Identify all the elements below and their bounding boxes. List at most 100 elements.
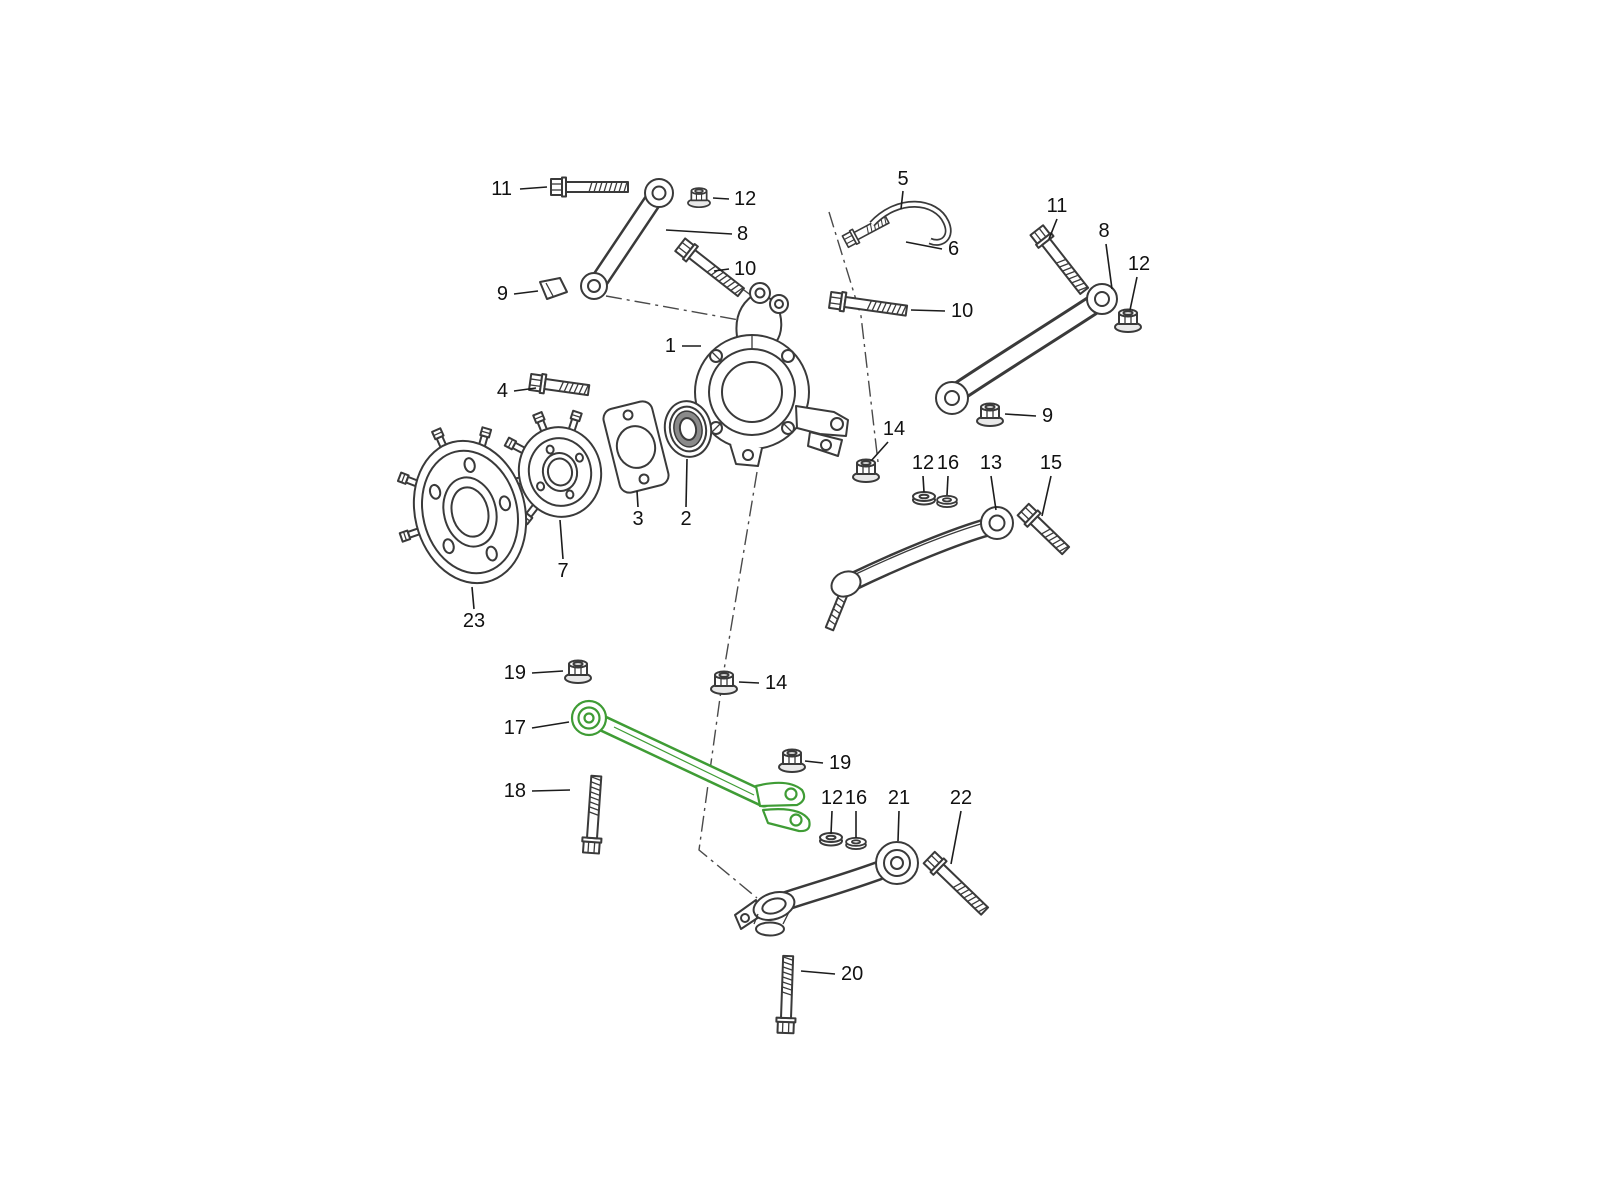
callout-16-mid[interactable]: 16 xyxy=(937,452,959,496)
part-hub[interactable] xyxy=(489,402,609,528)
washer-12-mid[interactable] xyxy=(912,491,936,506)
callout-21-lower-arm[interactable]: 21 xyxy=(888,787,910,842)
bolt-18[interactable] xyxy=(580,774,607,855)
washer-16-lower[interactable] xyxy=(845,836,867,850)
nut-12-right[interactable] xyxy=(1114,308,1142,333)
nut-9-right[interactable] xyxy=(976,402,1004,427)
callout-23-flange[interactable]: 23 xyxy=(463,586,485,632)
callout-9-left[interactable]: 9 xyxy=(497,283,539,305)
part-number-label[interactable]: 3 xyxy=(632,508,643,530)
bolt-15[interactable] xyxy=(1015,501,1074,559)
bolt-11-left[interactable] xyxy=(550,176,629,198)
leader-line xyxy=(990,475,997,511)
part-number-label[interactable]: 16 xyxy=(845,787,867,809)
bolt-22[interactable] xyxy=(921,849,993,919)
callout-12-right[interactable]: 12 xyxy=(1128,253,1150,311)
part-number-label[interactable]: 4 xyxy=(497,380,508,402)
part-upper-link-left[interactable] xyxy=(580,178,674,300)
part-number-label[interactable]: 8 xyxy=(1098,220,1109,242)
nut-19-right[interactable] xyxy=(778,748,806,773)
bolt-11-right[interactable] xyxy=(1028,223,1093,298)
callout-19-left[interactable]: 19 xyxy=(504,662,564,684)
part-track-arm[interactable] xyxy=(824,506,1014,632)
part-number-label[interactable]: 5 xyxy=(897,168,908,190)
callout-4-bolt[interactable]: 4 xyxy=(497,380,537,402)
callout-18-bolt[interactable]: 18 xyxy=(504,780,571,802)
nut-12-top[interactable] xyxy=(687,187,711,209)
callout-2-bearing[interactable]: 2 xyxy=(680,458,692,530)
part-number-label[interactable]: 14 xyxy=(765,672,787,694)
callout-1-carrier[interactable]: 1 xyxy=(665,335,701,357)
callout-7-hub[interactable]: 7 xyxy=(557,519,569,582)
callout-20-bolt[interactable]: 20 xyxy=(800,963,863,985)
part-number-label[interactable]: 19 xyxy=(829,752,851,774)
bolt-20[interactable] xyxy=(774,954,799,1035)
part-lower-control-arm[interactable] xyxy=(734,841,919,937)
callout-11-right[interactable]: 11 xyxy=(1047,195,1068,240)
callout-3-plate[interactable]: 3 xyxy=(632,490,644,530)
nut-14-upper[interactable] xyxy=(852,458,880,483)
part-number-label[interactable]: 6 xyxy=(948,238,959,260)
callout-19-right[interactable]: 19 xyxy=(804,752,851,774)
part-brake-hose[interactable] xyxy=(841,200,952,250)
part-bearing[interactable] xyxy=(660,397,715,460)
washer-16-mid[interactable] xyxy=(936,494,958,508)
bolt-10-right[interactable] xyxy=(827,289,909,322)
callout-16-lower[interactable]: 16 xyxy=(845,787,867,838)
part-number-label[interactable]: 23 xyxy=(463,610,485,632)
part-number-label[interactable]: 22 xyxy=(950,787,972,809)
callout-12-mid[interactable]: 12 xyxy=(912,452,934,493)
part-number-label[interactable]: 7 xyxy=(557,560,568,582)
part-number-label[interactable]: 20 xyxy=(841,963,863,985)
callout-10-right[interactable]: 10 xyxy=(910,300,973,322)
part-retainer-left[interactable] xyxy=(539,277,568,300)
nut-14-lower[interactable] xyxy=(710,670,738,695)
part-upper-link-right[interactable] xyxy=(935,283,1118,415)
part-number-label[interactable]: 17 xyxy=(504,717,526,739)
part-plate[interactable] xyxy=(601,399,670,495)
washer-12-lower[interactable] xyxy=(819,832,843,847)
part-number-label[interactable]: 19 xyxy=(504,662,526,684)
part-number-label[interactable]: 12 xyxy=(912,452,934,474)
nut-19-left[interactable] xyxy=(564,659,592,684)
callout-14-upper[interactable]: 14 xyxy=(870,418,905,462)
part-wheel-flange[interactable] xyxy=(377,413,540,600)
part-number-label[interactable]: 14 xyxy=(883,418,905,440)
callout-14-lower[interactable]: 14 xyxy=(738,672,787,694)
callout-10-upper[interactable]: 10 xyxy=(713,258,756,280)
callout-12-top[interactable]: 12 xyxy=(712,188,756,210)
callout-13-track-arm[interactable]: 13 xyxy=(980,452,1002,511)
leader-line xyxy=(665,229,733,235)
callout-8-top-left[interactable]: 8 xyxy=(665,223,748,245)
part-number-label[interactable]: 10 xyxy=(951,300,973,322)
callout-6-fitting[interactable]: 6 xyxy=(905,238,959,260)
part-number-label[interactable]: 12 xyxy=(734,188,756,210)
part-number-label[interactable]: 18 xyxy=(504,780,526,802)
part-number-label[interactable]: 15 xyxy=(1040,452,1062,474)
part-number-label[interactable]: 9 xyxy=(1042,405,1053,427)
part-number-label[interactable]: 2 xyxy=(680,508,691,530)
part-number-label[interactable]: 16 xyxy=(937,452,959,474)
part-trailing-arm-highlighted[interactable] xyxy=(570,699,811,833)
callout-15-bolt[interactable]: 15 xyxy=(1040,452,1062,517)
part-number-label[interactable]: 12 xyxy=(821,787,843,809)
part-number-label[interactable]: 11 xyxy=(491,178,512,200)
part-number-label[interactable]: 21 xyxy=(888,787,910,809)
part-number-label[interactable]: 1 xyxy=(665,335,676,357)
callout-17-green-arm[interactable]: 17 xyxy=(504,717,570,739)
callout-9-right[interactable]: 9 xyxy=(1004,405,1053,427)
part-number-label[interactable]: 13 xyxy=(980,452,1002,474)
callout-5-hose[interactable]: 5 xyxy=(897,168,909,210)
part-number-label[interactable]: 10 xyxy=(734,258,756,280)
leader-line xyxy=(1004,413,1037,417)
bolt-4[interactable] xyxy=(527,371,591,401)
part-number-label[interactable]: 11 xyxy=(1047,195,1068,217)
callout-12-lower[interactable]: 12 xyxy=(821,787,843,835)
callout-8-right[interactable]: 8 xyxy=(1098,220,1113,290)
callout-11-top-left[interactable]: 11 xyxy=(491,178,548,200)
part-number-label[interactable]: 8 xyxy=(737,223,748,245)
part-number-label[interactable]: 12 xyxy=(1128,253,1150,275)
callout-22-bolt[interactable]: 22 xyxy=(950,787,972,865)
part-number-label[interactable]: 9 xyxy=(497,283,508,305)
part-wheel-carrier[interactable] xyxy=(694,282,849,467)
